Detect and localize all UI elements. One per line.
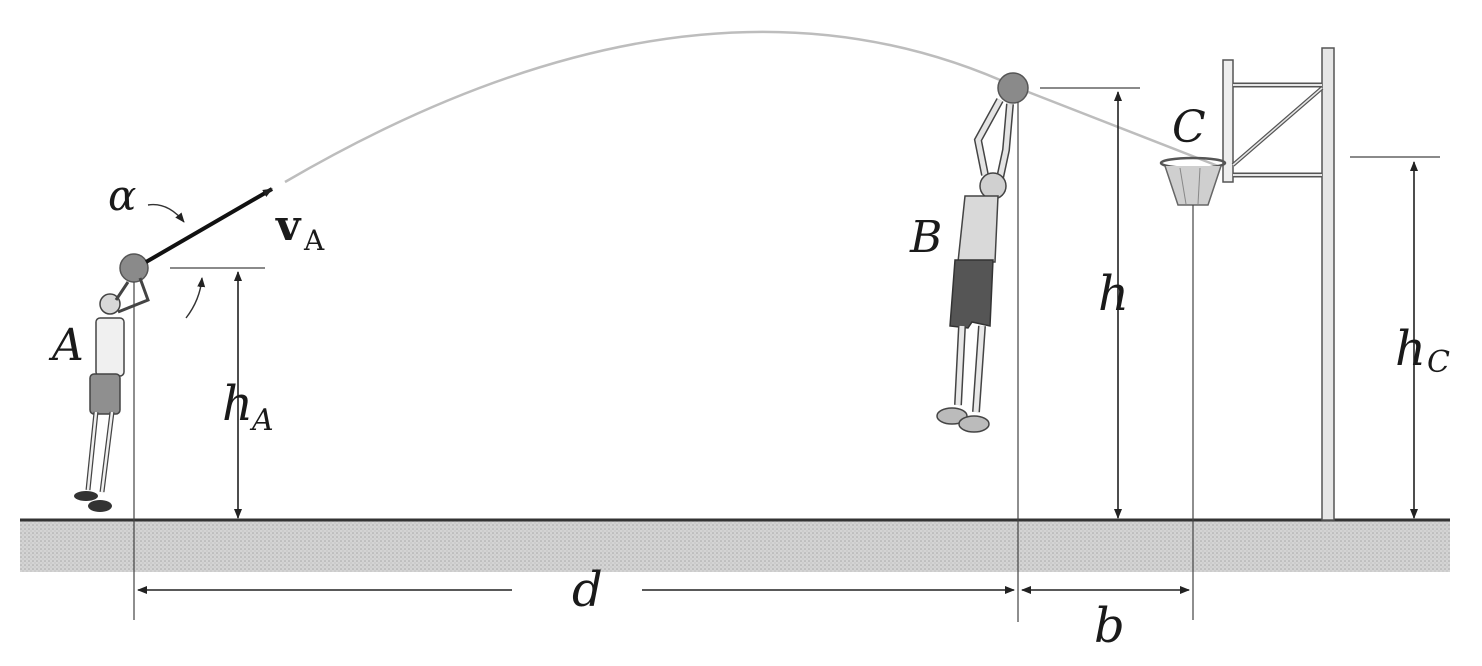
label-height-a: h: [222, 376, 253, 432]
label-velocity: v: [275, 201, 302, 250]
label-player-a: A: [48, 320, 84, 371]
label-alpha: α: [108, 171, 136, 220]
label-point-c: C: [1172, 102, 1206, 153]
label-distance-b: b: [1094, 598, 1125, 654]
player-b: [936, 72, 1029, 433]
ground: [20, 518, 1450, 572]
angle-leader: [147, 203, 185, 223]
angle-arc: [185, 277, 206, 319]
velocity-vector: [144, 187, 274, 264]
hoop-net: [1164, 165, 1222, 206]
label-height-a-sub: A: [249, 403, 274, 438]
basketball-hoop-stand: [1159, 47, 1335, 521]
label-height-c-sub: C: [1427, 345, 1450, 380]
ball-trajectory: [284, 30, 1219, 184]
ball-at-b: [997, 72, 1029, 104]
player-a: [74, 253, 150, 512]
label-height-c: h: [1395, 321, 1426, 377]
ball-at-a: [119, 253, 149, 283]
label-player-b: B: [909, 212, 942, 263]
label-height-b: h: [1098, 266, 1129, 322]
label-velocity-sub: A: [303, 224, 325, 257]
label-distance-d: d: [572, 562, 603, 618]
